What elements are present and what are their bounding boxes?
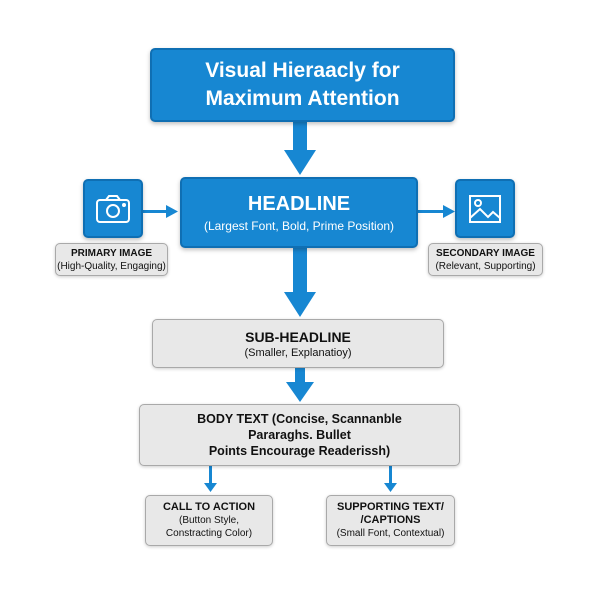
- supporting-title: /CAPTIONS: [360, 514, 421, 526]
- primary-image-label: PRIMARY IMAGE (High-Quality, Engaging): [55, 243, 168, 276]
- subheadline-box: SUB-HEADLINE (Smaller, Explanatioy): [152, 319, 444, 368]
- supporting-text-box: SUPPORTING TEXT/ /CAPTIONS (Small Font, …: [326, 495, 455, 546]
- primary-image-sub: (High-Quality, Engaging): [57, 260, 166, 272]
- body-line: Points Encourage Readerissh): [208, 444, 391, 458]
- camera-icon: [83, 179, 143, 238]
- body-line: BODY TEXT (Concise, Scannanble: [197, 412, 402, 426]
- secondary-image-title: SECONDARY IMAGE: [436, 247, 535, 259]
- arrow-headline-sub: [293, 248, 307, 294]
- title-box: Visual Hieraacly for Maximum Attention: [150, 48, 455, 122]
- arrow-title-headline: [293, 122, 307, 152]
- arrowhead: [284, 292, 316, 317]
- supporting-title: SUPPORTING TEXT/: [337, 501, 444, 513]
- arrowhead: [166, 205, 178, 218]
- arrow-body-cta: [209, 466, 212, 484]
- arrow-sub-body: [295, 368, 305, 384]
- cta-line: (Button Style,: [178, 515, 240, 526]
- subheadline-title: SUB-HEADLINE: [245, 328, 351, 345]
- arrowhead: [443, 205, 455, 218]
- arrow-body-supporting: [389, 466, 392, 484]
- arrow-headline-image: [418, 210, 444, 213]
- headline-sub: (Largest Font, Bold, Prime Position): [203, 218, 395, 233]
- title-line: Maximum Attention: [205, 87, 400, 110]
- camera-icon-glyph: [96, 194, 130, 223]
- title-line: Visual Hieraacly for: [205, 59, 400, 82]
- cta-title: CALL TO ACTION: [162, 501, 256, 513]
- arrow-camera-headline: [143, 210, 167, 213]
- cta-box: CALL TO ACTION (Button Style, Constracti…: [145, 495, 273, 546]
- headline-title: HEADLINE: [247, 192, 351, 215]
- subheadline-sub: (Smaller, Explanatioy): [244, 346, 352, 359]
- arrowhead: [286, 382, 314, 402]
- secondary-image-label: SECONDARY IMAGE (Relevant, Supporting): [428, 243, 543, 276]
- cta-line: Constracting Color): [165, 528, 253, 539]
- body-text-box: BODY TEXT (Concise, Scannanble Pararaghs…: [139, 404, 460, 466]
- headline-box: HEADLINE (Largest Font, Bold, Prime Posi…: [180, 177, 418, 248]
- image-icon-glyph: [469, 194, 501, 223]
- body-line: Pararaghs. Bullet: [248, 428, 351, 442]
- primary-image-title: PRIMARY IMAGE: [70, 247, 153, 259]
- arrowhead: [384, 483, 397, 492]
- arrowhead: [284, 150, 316, 175]
- secondary-image-sub: (Relevant, Supporting): [435, 260, 536, 272]
- supporting-sub: (Small Font, Contextual): [336, 528, 445, 539]
- arrowhead: [204, 483, 217, 492]
- image-icon: [455, 179, 515, 238]
